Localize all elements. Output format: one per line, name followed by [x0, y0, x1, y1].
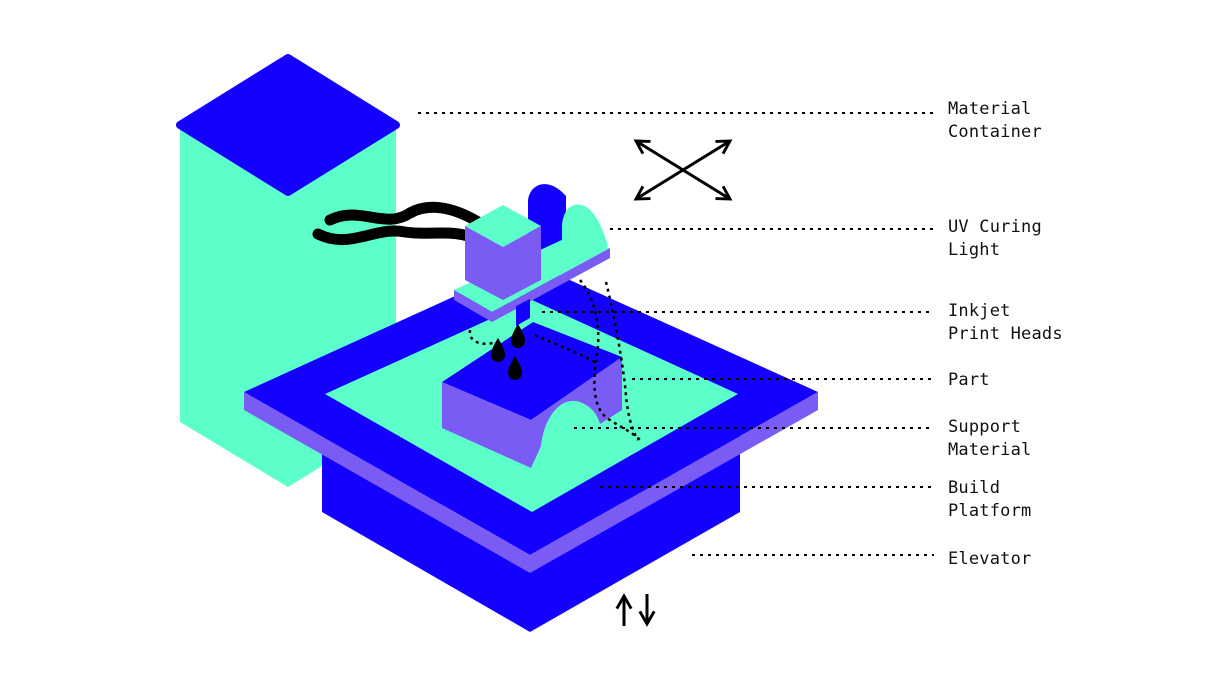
- support-material: [541, 400, 600, 446]
- droplet: [511, 324, 525, 348]
- part-side: [531, 357, 622, 468]
- uv-beam: [579, 279, 641, 441]
- material-container-top: [176, 54, 400, 196]
- part-front: [442, 382, 531, 468]
- diagonal-double-arrows-icon: [633, 139, 733, 201]
- print-head-nozzle: [516, 299, 530, 326]
- label-line: Container: [948, 122, 1042, 142]
- hose-upper: [324, 201, 484, 228]
- label-line: Elevator: [948, 549, 1032, 569]
- up-down-arrows-icon: [615, 593, 656, 627]
- label-line: Part: [948, 370, 990, 390]
- label-inkjet-print-heads: Inkjet Print Heads: [948, 300, 1063, 346]
- label-line: Support: [948, 417, 1022, 437]
- platform-edge-left: [244, 392, 530, 573]
- print-head-front: [465, 226, 503, 300]
- feed-hoses: [312, 201, 484, 246]
- label-support-material: Support Material: [948, 416, 1031, 462]
- resin-droplets: [491, 324, 525, 380]
- print-head-carriage: [454, 205, 610, 326]
- label-line: Material: [948, 440, 1032, 460]
- label-line: Build: [948, 478, 1001, 498]
- label-line: Light: [948, 240, 1001, 260]
- label-line: Print Heads: [948, 324, 1063, 344]
- label-part: Part: [948, 369, 990, 392]
- label-line: Material: [948, 99, 1032, 119]
- label-line: UV Curing: [948, 217, 1042, 237]
- droplet: [491, 338, 505, 362]
- label-line: Inkjet: [948, 301, 1011, 321]
- label-uv-curing-light: UV Curing Light: [948, 216, 1042, 262]
- hose-lower: [312, 225, 484, 246]
- carriage-plate-front: [454, 290, 492, 322]
- jet-path: [468, 329, 497, 346]
- part-top: [442, 322, 622, 420]
- platform-edge-right: [530, 392, 818, 573]
- leader-lines: [418, 112, 934, 556]
- droplet: [508, 356, 522, 380]
- label-build-platform: Build Platform: [948, 477, 1031, 523]
- print-head-side: [503, 226, 541, 300]
- label-line: Platform: [948, 501, 1032, 521]
- label-elevator: Elevator: [948, 548, 1031, 571]
- label-material-container: Material Container: [948, 98, 1042, 144]
- part: [442, 322, 622, 468]
